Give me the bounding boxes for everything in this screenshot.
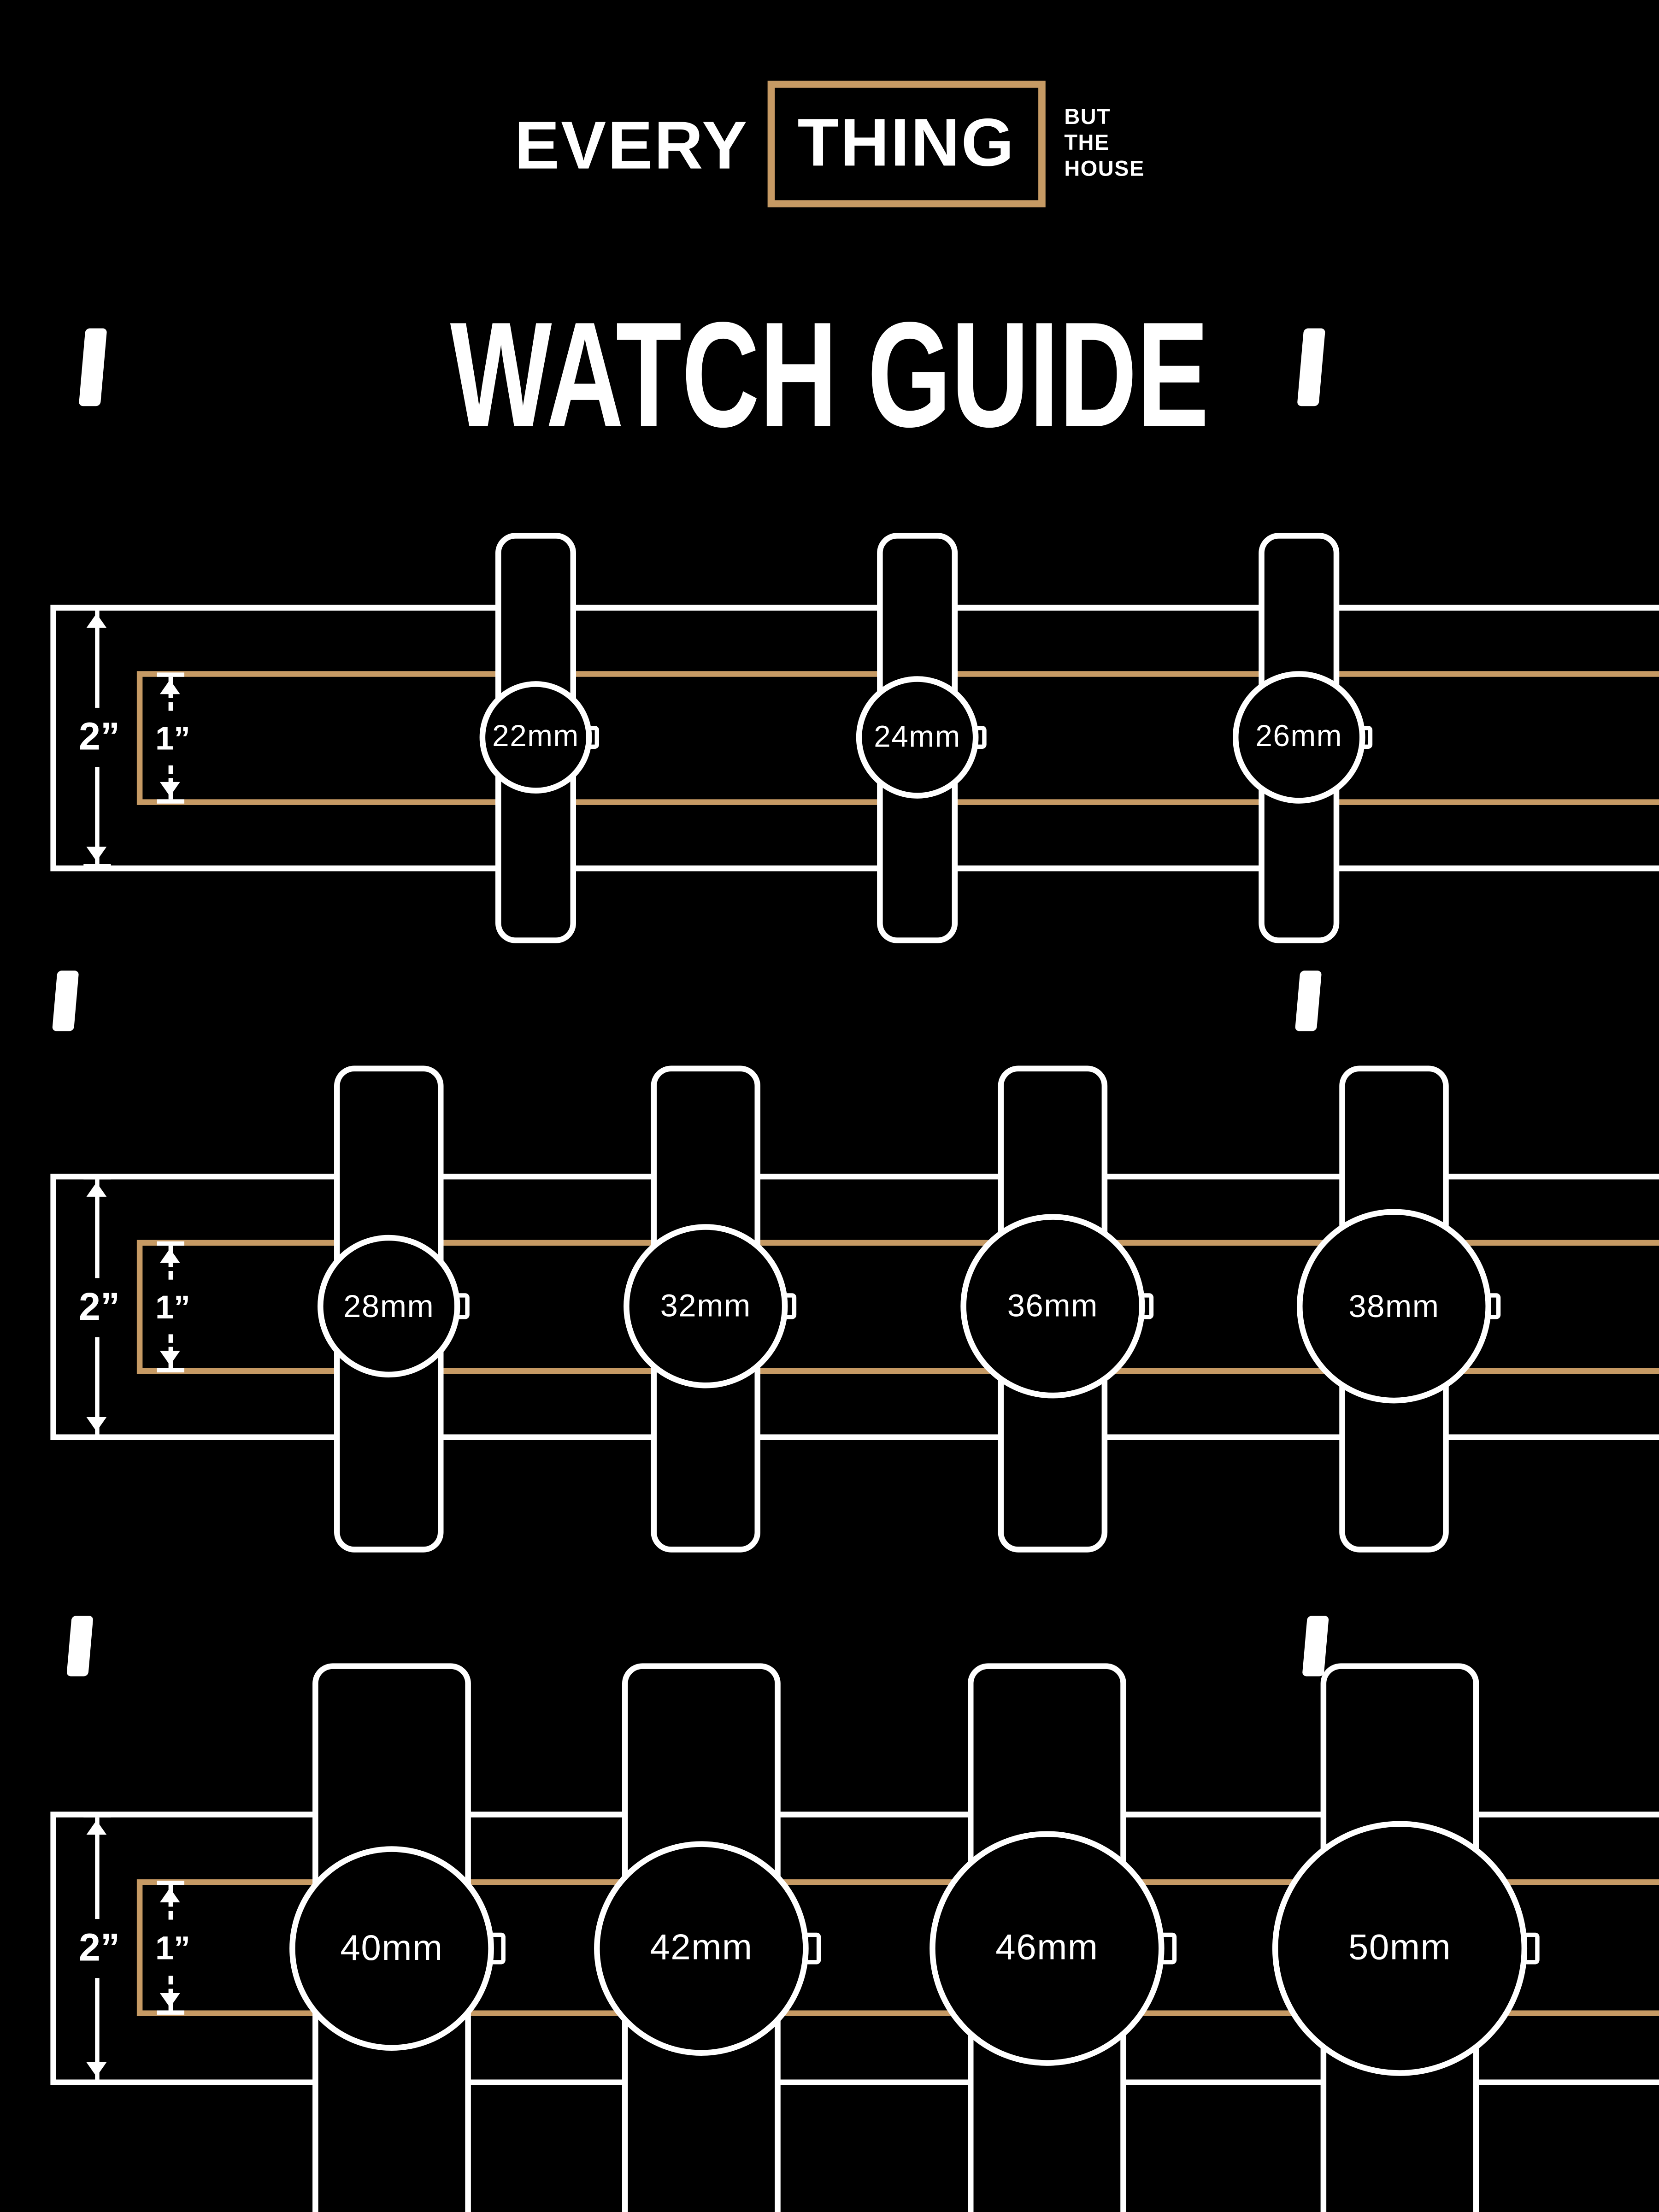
page-title: WATCH GUIDE [450, 292, 1209, 459]
strap-band-2in [50, 605, 1659, 871]
watch-size-label: 24mm [874, 720, 961, 753]
watch-case: 24mm [856, 676, 979, 799]
watch-size-label: 36mm [1007, 1287, 1099, 1324]
watch-case: 40mm [289, 1846, 494, 2051]
watch-size-label: 28mm [343, 1287, 435, 1324]
watch-size-label: 22mm [492, 720, 579, 753]
arrowhead-up-icon [86, 1820, 107, 1835]
logo-tagline-line: BUT [1064, 106, 1111, 130]
watch-42mm: 42mm [594, 1663, 820, 2212]
band-width-label-1in: 1” [151, 1280, 195, 1334]
watch-28mm: 28mm [318, 1065, 469, 1553]
arrowhead-down-icon [159, 782, 180, 797]
band-width-label-1in: 1” [151, 1921, 195, 1975]
brand-logo: EVERY THING BUT THE HOUSE [0, 81, 1659, 207]
dimension-arrow-2in: 2” [74, 606, 124, 869]
band-width-label-2in: 2” [74, 1919, 124, 1978]
watch-26mm: 26mm [1233, 533, 1373, 943]
watch-40mm: 40mm [289, 1663, 506, 2212]
watch-case: 50mm [1272, 1821, 1528, 2076]
arrowhead-down-icon [86, 2062, 107, 2077]
watch-46mm: 46mm [930, 1663, 1176, 2212]
watch-size-label: 40mm [340, 1927, 443, 1968]
arrowhead-down-icon [86, 847, 107, 861]
watch-size-label: 32mm [660, 1287, 751, 1324]
logo-tagline-line: THE [1064, 131, 1110, 156]
logo-tagline: BUT THE HOUSE [1064, 106, 1145, 182]
logo-word-every: EVERY [514, 106, 749, 182]
arrowhead-up-icon [86, 1182, 107, 1197]
arrowhead-down-icon [86, 1417, 107, 1432]
watch-size-label: 26mm [1255, 720, 1343, 753]
band-width-label-1in: 1” [151, 711, 195, 765]
watch-size-label: 46mm [995, 1927, 1099, 1968]
arrowhead-up-icon [159, 1888, 180, 1903]
dimension-arrow-2in: 2” [74, 1813, 124, 2084]
watch-50mm: 50mm [1272, 1663, 1539, 2212]
strap-band-1in [136, 1879, 1659, 2016]
arrowhead-up-icon [159, 1248, 180, 1263]
band-width-label-2in: 2” [74, 707, 124, 767]
arrowhead-down-icon [159, 1351, 180, 1365]
arrowhead-up-icon [159, 680, 180, 694]
watch-size-label: 38mm [1348, 1287, 1440, 1324]
strap-band-2in [50, 1173, 1659, 1440]
dimension-arrow-1in: 1” [151, 1881, 195, 2015]
arrowhead-up-icon [86, 613, 107, 628]
band-width-label-2in: 2” [74, 1277, 124, 1336]
watch-size-label: 42mm [650, 1927, 753, 1968]
strap-band-1in [136, 1240, 1659, 1374]
dimension-arrow-2in: 2” [74, 1175, 124, 1439]
watch-24mm: 24mm [856, 533, 986, 943]
dimension-arrow-1in: 1” [151, 672, 195, 804]
logo-tagline-line: HOUSE [1064, 157, 1145, 182]
arrowhead-down-icon [159, 1993, 180, 2008]
watch-size-label: 50mm [1348, 1927, 1452, 1968]
dimension-arrow-1in: 1” [151, 1241, 195, 1373]
watch-case: 42mm [594, 1841, 809, 2056]
watch-32mm: 32mm [624, 1065, 797, 1553]
logo-word-thing-boxed: THING [767, 81, 1046, 207]
watch-case: 46mm [930, 1831, 1165, 2066]
